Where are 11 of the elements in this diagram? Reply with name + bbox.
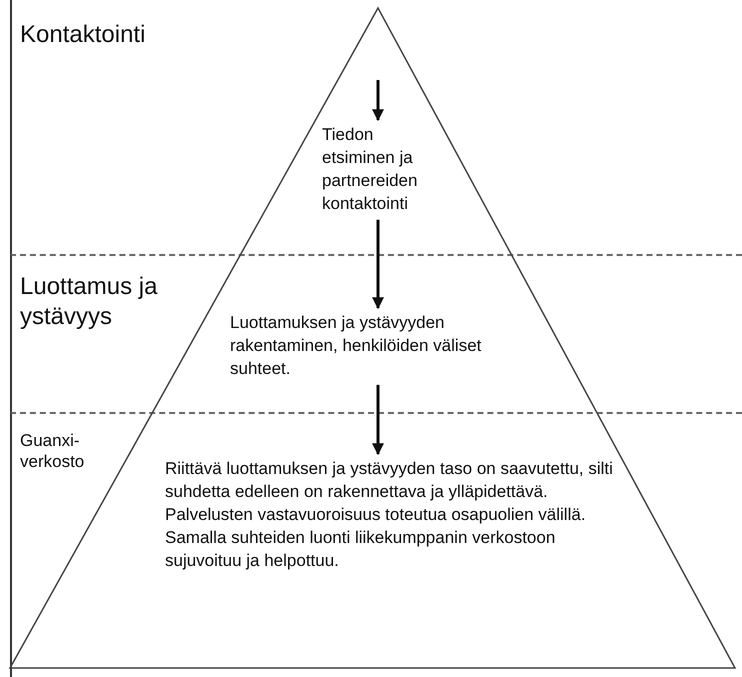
- down-arrow: [372, 80, 384, 122]
- step-text: Tiedon etsiminen ja partnereiden kontaktointi: [322, 124, 447, 216]
- step-text: Riittävä luottamuksen ja ystävyyden taso on saavutettu, silti suhdetta edelleen on rakennettava ja ylläpidettävä. Palvelusten vastavuoroisuus toteutua osapuolien välillä. Samalla suhteiden luonti liikekumppanin verkostoon sujuvoituu ja helpottuu.: [165, 458, 615, 573]
- level-heading: Luottamus ja ystävyys: [20, 272, 158, 332]
- pyramid-level-band: [10, 412, 742, 677]
- pyramid-level-band: [10, 254, 742, 412]
- down-arrow: [372, 384, 384, 456]
- level-heading: Kontaktointi: [20, 20, 146, 50]
- level-heading: Guanxi-verkosto: [20, 430, 86, 472]
- step-text: Luottamuksen ja ystävyyden rakentaminen, henkilöiden väliset suhteet.: [230, 312, 530, 381]
- down-arrow: [372, 220, 384, 310]
